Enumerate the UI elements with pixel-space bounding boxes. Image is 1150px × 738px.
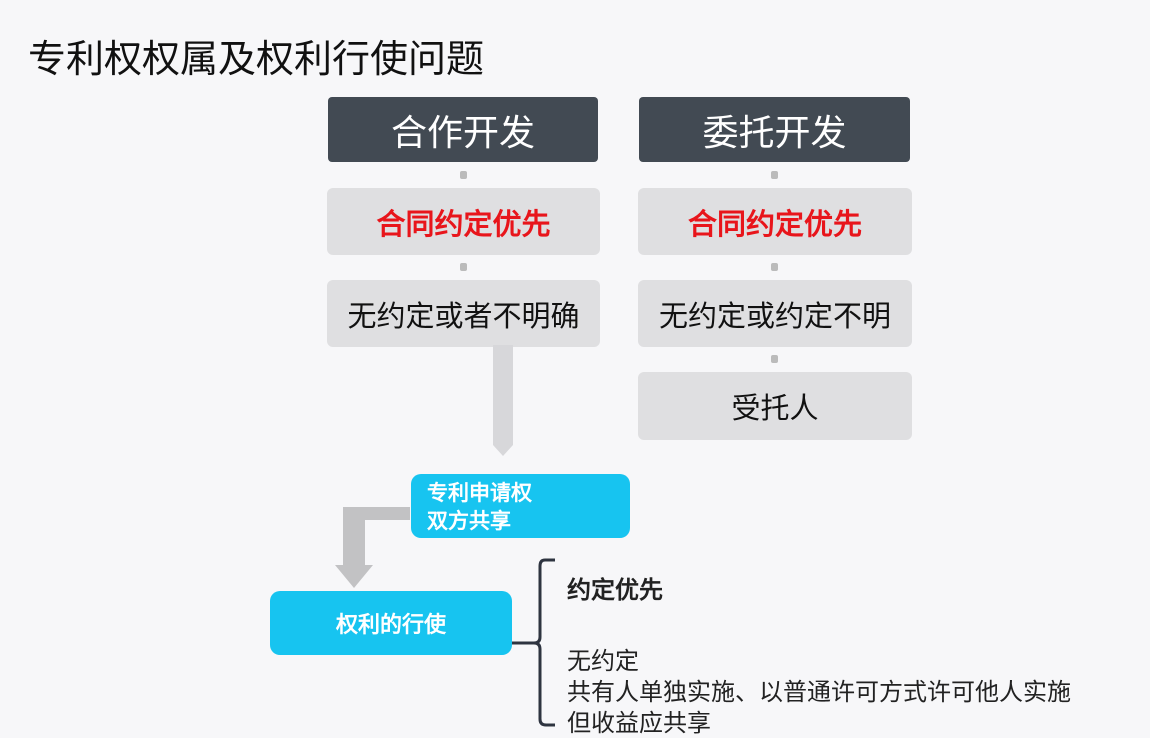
page-title: 专利权权属及权利行使问题 (28, 37, 485, 81)
brace-icon (512, 558, 555, 727)
exercise-box: 权利的行使 (270, 591, 512, 655)
commission-no-agreement: 无约定或约定不明 (638, 280, 912, 347)
coop-dev-header: 合作开发 (328, 97, 598, 162)
connector-icon (460, 263, 467, 271)
elbow-arrow-icon (335, 507, 410, 588)
connector-icon (771, 355, 778, 363)
commission-trustee: 受托人 (638, 372, 912, 440)
connector-icon (771, 171, 778, 179)
coop-no-agreement: 无约定或者不明确 (327, 280, 600, 347)
rule-line3: 但收益应共享 (567, 709, 711, 737)
rule-priority: 约定优先 (567, 576, 663, 604)
commission-dev-header: 委托开发 (639, 97, 910, 162)
rule-line2: 共有人单独实施、以普通许可方式许可他人实施 (567, 678, 1071, 706)
application-line2: 双方共享 (427, 509, 511, 533)
rule-no-agreement: 无约定 (567, 647, 639, 675)
commission-contract-priority: 合同约定优先 (638, 188, 912, 255)
application-right-box: 专利申请权 双方共享 (411, 474, 630, 538)
coop-contract-priority: 合同约定优先 (327, 188, 600, 255)
application-line1: 专利申请权 (427, 481, 532, 505)
connector-icon (771, 263, 778, 271)
connector-icon (460, 171, 467, 179)
down-arrow-icon (493, 345, 513, 456)
